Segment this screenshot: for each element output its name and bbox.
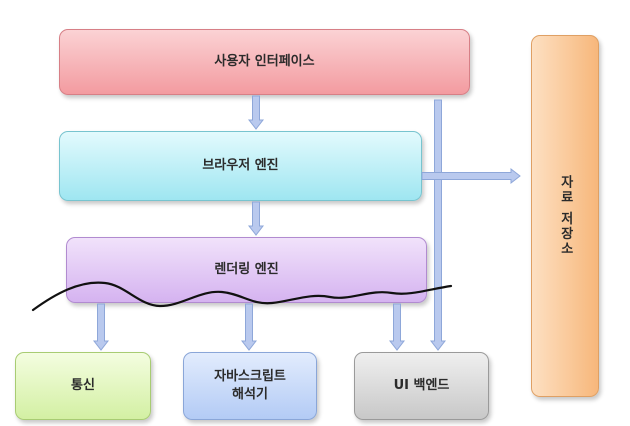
user-interface-label: 사용자 인터페이스 [214,54,315,70]
rendering-engine-box: 렌더링 엔진 [66,237,427,303]
arrow-browser-to-storage [421,167,521,185]
networking-box: 통신 [15,352,151,420]
arrow-render-to-backend [388,303,406,351]
browser-engine-box: 브라우저 엔진 [59,131,422,201]
data-storage-label: 자료 저장소 [557,175,573,257]
ui-backend-label: UI 백엔드 [393,378,450,394]
user-interface-box: 사용자 인터페이스 [59,29,470,95]
data-storage-box: 자료 저장소 [531,35,599,397]
browser-engine-label: 브라우저 엔진 [202,158,279,174]
javascript-interpreter-box: 자바스크립트 해석기 [183,352,317,420]
arrow-render-to-net [92,303,110,351]
rendering-engine-label: 렌더링 엔진 [214,262,279,278]
ui-backend-box: UI 백엔드 [354,352,489,420]
arrow-browser-to-render [247,201,265,236]
arrow-ui-to-backend [429,99,447,351]
javascript-interpreter-label: 자바스크립트 해석기 [214,369,286,402]
arrow-render-to-js [240,303,258,351]
networking-label: 통신 [71,378,95,394]
arrow-ui-to-browser [247,95,265,130]
